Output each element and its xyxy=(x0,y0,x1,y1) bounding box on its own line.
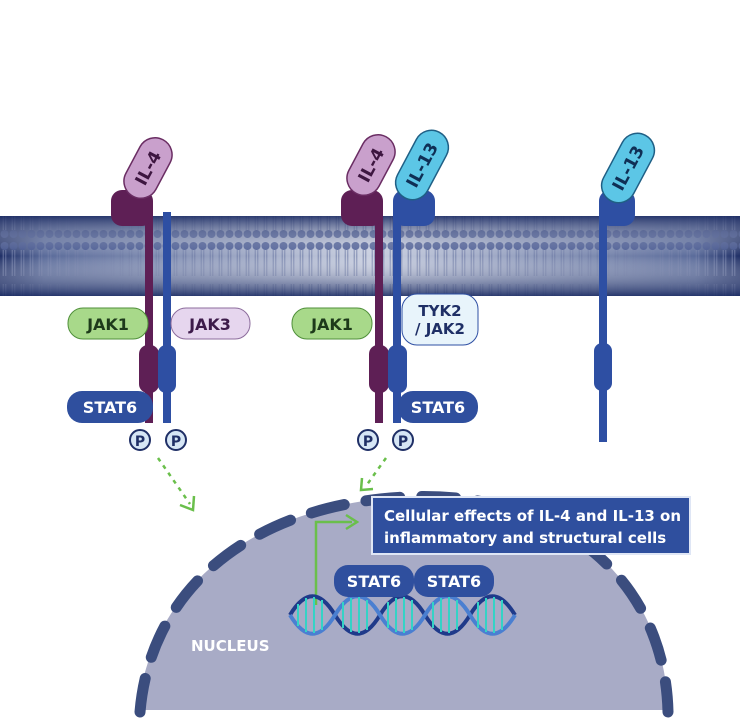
cellular-effects-callout: Cellular effects of IL-4 and IL-13 on in… xyxy=(371,496,691,555)
jak1-mid: JAK1 xyxy=(291,307,373,340)
translocation-arrows xyxy=(156,457,388,512)
stat6-mid: STAT6 xyxy=(398,391,478,423)
stat6-left: STAT6 xyxy=(67,391,153,423)
tyk2-jak2: TYK2 / JAK2 xyxy=(401,293,479,346)
arrow-left-head xyxy=(179,495,196,512)
svg-text:P: P xyxy=(398,434,408,450)
il4r-alpha-box-left xyxy=(139,345,159,393)
callout-line2: inflammatory and structural cells xyxy=(384,529,666,547)
il13r-alpha1-chain xyxy=(393,205,401,423)
il4r-alpha-box-mid xyxy=(369,345,389,393)
il13r-alpha1-extracellular xyxy=(393,190,435,226)
jak3: JAK3 xyxy=(170,307,251,340)
nucleus-label: NUCLEUS xyxy=(191,637,270,655)
callout-line1: Cellular effects of IL-4 and IL-13 on xyxy=(384,507,681,525)
stat6-dimer-a xyxy=(334,565,414,597)
il4-ligand-mid: IL-4 xyxy=(346,134,396,196)
il4r-alpha-chain-mid xyxy=(375,205,383,423)
phosphate-p3: P xyxy=(357,429,379,451)
svg-text:STAT6: STAT6 xyxy=(347,572,401,591)
arrow-mid-shaft xyxy=(364,457,388,487)
gamma-c-chain xyxy=(163,212,171,423)
svg-text:JAK1: JAK1 xyxy=(310,315,353,334)
il4r-alpha-chain-left xyxy=(145,205,153,423)
cell-membrane xyxy=(0,216,740,296)
il4r-alpha-extracellular-left xyxy=(111,190,153,226)
jak1-left: JAK1 xyxy=(67,307,149,340)
svg-text:STAT6: STAT6 xyxy=(427,572,481,591)
il13-ligand-right: IL-13 xyxy=(600,132,656,204)
svg-text:JAK3: JAK3 xyxy=(188,315,231,334)
svg-text:TYK2: TYK2 xyxy=(418,302,461,320)
svg-text:P: P xyxy=(135,434,145,450)
phosphate-p1: P xyxy=(129,429,151,451)
receptor-complex-middle: IL-4 IL-13 JAK1 TYK2 / JAK2 STAT6 P P xyxy=(291,129,479,451)
il13-ligand-mid: IL-13 xyxy=(394,129,450,201)
svg-text:JAK1: JAK1 xyxy=(86,315,129,334)
il13r-alpha1-box xyxy=(388,345,407,393)
svg-text:STAT6: STAT6 xyxy=(411,398,465,417)
il13r-alpha2-box xyxy=(594,343,612,391)
gamma-c-box xyxy=(158,345,176,393)
stat6-dimer: STAT6 STAT6 xyxy=(334,565,494,597)
receptor-complex-left: IL-4 JAK1 JAK3 STAT6 P P xyxy=(67,137,251,451)
arrow-mid-head xyxy=(359,477,374,492)
arrow-left-shaft xyxy=(156,457,192,505)
phosphate-p2: P xyxy=(165,429,187,451)
stat6-dimer-b xyxy=(414,565,494,597)
svg-text:STAT6: STAT6 xyxy=(83,398,137,417)
phosphate-p4: P xyxy=(392,429,414,451)
il13r-alpha2-chain xyxy=(599,205,607,442)
svg-text:P: P xyxy=(171,434,181,450)
il4-ligand-left: IL-4 xyxy=(123,137,173,199)
svg-text:/ JAK2: / JAK2 xyxy=(415,320,465,338)
svg-text:P: P xyxy=(363,434,373,450)
il4r-alpha-extracellular-mid xyxy=(341,190,383,226)
gene-expression-arrow xyxy=(314,513,360,605)
